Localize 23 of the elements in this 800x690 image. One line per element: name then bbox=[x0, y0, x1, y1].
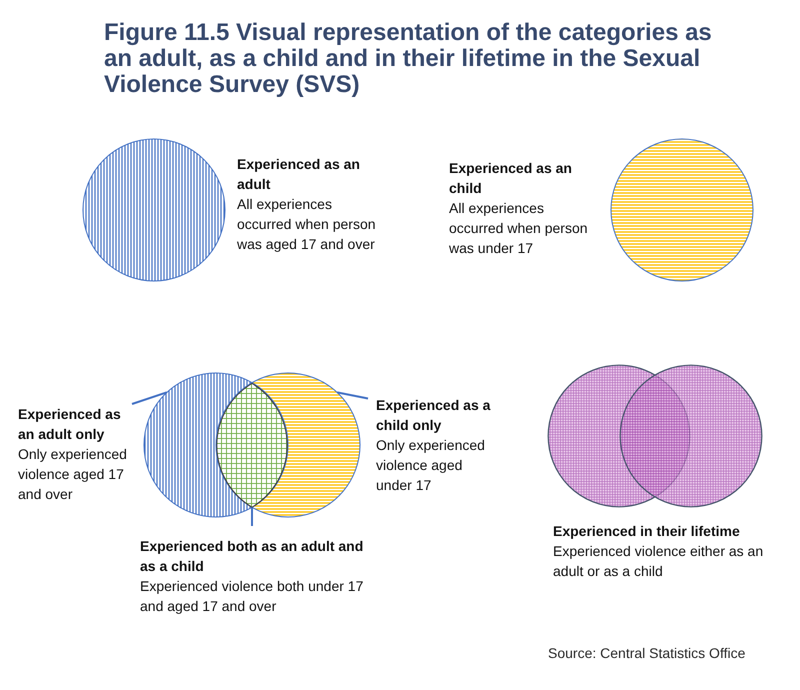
category-heading: Experienced as an child bbox=[449, 159, 573, 198]
figure-title: Figure 11.5 Visual representation of the categories as an adult, as a child and in their lifetime in the Sexual Violence Survey (SVS) bbox=[104, 20, 713, 98]
category-heading: Experienced as an adult only bbox=[18, 405, 122, 444]
leader-line bbox=[336, 391, 368, 400]
category-description: All experiences occurred when person was under 17 bbox=[449, 199, 589, 258]
source-note: Source: Central Statistics Office bbox=[548, 644, 746, 663]
category-description: Only experienced violence aged under 17 bbox=[376, 436, 486, 495]
crosshatched-circle bbox=[619, 364, 763, 508]
vertical-hatched-crescent bbox=[144, 373, 252, 517]
category-heading: Experienced both as an adult and as a child bbox=[140, 537, 364, 576]
horizontal-hatched-circle bbox=[610, 138, 754, 282]
category-description: Experienced violence either as an adult or as a child bbox=[553, 542, 764, 581]
leader-line bbox=[132, 391, 168, 405]
grid-hatched-lens bbox=[216, 382, 288, 508]
category-description: All experiences occurred when person was aged 17 and over bbox=[237, 195, 377, 254]
category-heading: Experienced as a child only bbox=[376, 396, 492, 435]
category-description: Only experienced violence aged 17 and over bbox=[18, 445, 128, 504]
vertical-hatched-circle bbox=[82, 138, 226, 282]
category-heading: Experienced as an adult bbox=[237, 155, 361, 194]
leader-line bbox=[251, 507, 253, 526]
category-heading: Experienced in their lifetime bbox=[553, 522, 740, 541]
horizontal-hatched-crescent bbox=[252, 373, 360, 517]
category-description: Experienced violence both under 17 and aged 17 and over bbox=[140, 577, 364, 616]
